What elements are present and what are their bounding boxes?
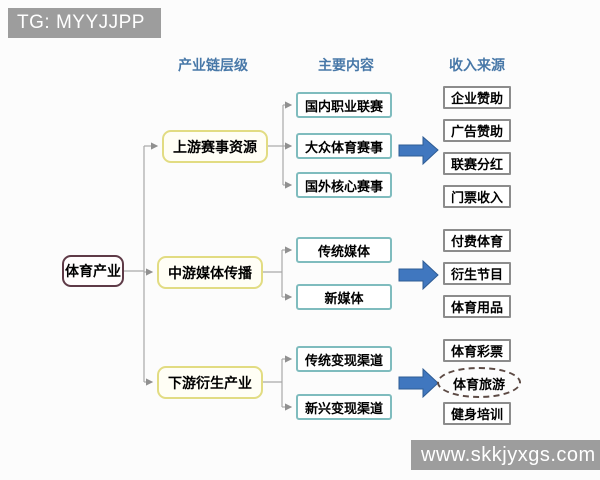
income-node-highlighted: 体育旅游 [452, 376, 505, 392]
income-node: 联赛分红 [443, 152, 511, 175]
income-node: 衍生节目 [443, 262, 511, 285]
block-arrow-upstream [398, 135, 439, 166]
income-node: 门票收入 [443, 185, 511, 208]
block-arrow-midstream [398, 259, 439, 291]
connector-midstream-branch [263, 246, 293, 301]
level-node-midstream: 中游媒体传播 [157, 256, 263, 289]
highlight-dashed-ellipse [437, 367, 521, 398]
content-node: 大众体育赛事 [296, 133, 392, 159]
content-node: 传统变现渠道 [296, 346, 392, 372]
column-header-chain-level: 产业链层级 [178, 57, 248, 73]
block-arrow-downstream [398, 367, 439, 399]
connector-root-trunk [124, 142, 159, 386]
level-node-upstream: 上游赛事资源 [162, 130, 268, 163]
column-header-income-source: 收入来源 [449, 57, 505, 73]
level-node-downstream: 下游衍生产业 [157, 366, 263, 399]
content-node: 传统媒体 [296, 237, 392, 263]
column-header-main-content: 主要内容 [318, 57, 374, 73]
root-node-sports-industry: 体育产业 [62, 255, 124, 287]
income-node: 体育用品 [443, 295, 511, 318]
connector-downstream-branch [263, 355, 293, 411]
content-node: 新兴变现渠道 [296, 394, 392, 420]
income-node: 健身培训 [443, 402, 511, 425]
income-node: 广告赞助 [443, 119, 511, 142]
income-node: 付费体育 [443, 229, 511, 252]
watermark-top-left: TG: MYYJJPP [8, 8, 161, 38]
watermark-bottom-right: www.skkjyxgs.com [411, 440, 600, 470]
connector-upstream-branch [268, 101, 293, 189]
content-node: 新媒体 [296, 284, 392, 310]
content-node: 国外核心赛事 [296, 172, 392, 198]
income-node: 体育彩票 [443, 339, 511, 362]
content-node: 国内职业联赛 [296, 92, 392, 118]
income-node: 企业赞助 [443, 86, 511, 109]
